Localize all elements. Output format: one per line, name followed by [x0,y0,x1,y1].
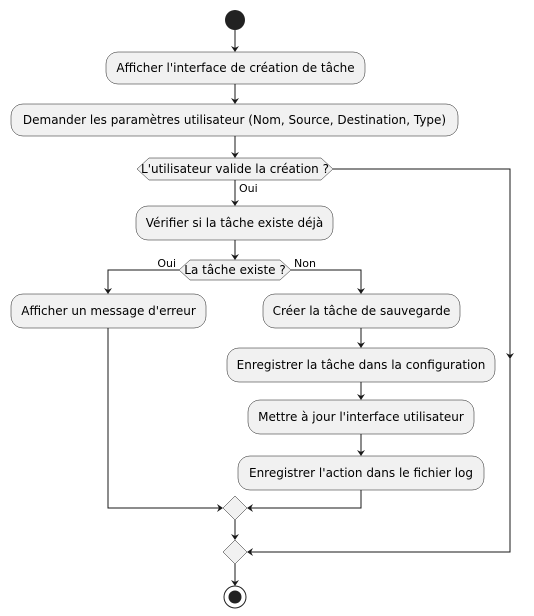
action-show-error-label: Afficher un message d'erreur [21,304,196,318]
action-save-config: Enregistrer la tâche dans la configurati… [226,347,496,383]
decision-exists: La tâche existe ? [178,259,292,281]
action-show-error: Afficher un message d'erreur [10,293,207,329]
action-ask-params: Demander les paramètres utilisateur (Nom… [10,103,459,137]
branch-exists-no: Non [294,257,316,270]
action-update-ui: Mettre à jour l'interface utilisateur [247,399,475,435]
action-show-ui-label: Afficher l'interface de création de tâch… [116,61,354,75]
end-node [223,585,247,609]
decision-validate: L'utilisateur valide la création ? [136,157,334,181]
action-log-action: Enregistrer l'action dans le fichier log [237,455,485,491]
action-save-config-label: Enregistrer la tâche dans la configurati… [237,358,486,372]
merge-node-outer [222,539,248,565]
merge-node-inner [222,495,248,521]
decision-validate-label: L'utilisateur valide la création ? [141,162,329,176]
action-log-action-label: Enregistrer l'action dans le fichier log [249,466,473,480]
start-node [225,10,245,30]
action-ask-params-label: Demander les paramètres utilisateur (Nom… [23,113,446,127]
action-check-exists: Vérifier si la tâche existe déjà [135,205,334,241]
branch-validate-yes: Oui [239,182,258,195]
action-create-task: Créer la tâche de sauvegarde [262,293,461,329]
decision-exists-label: La tâche existe ? [184,263,285,277]
branch-exists-yes: Oui [157,257,176,270]
edges [104,30,514,586]
action-show-ui: Afficher l'interface de création de tâch… [105,51,366,85]
action-check-exists-label: Vérifier si la tâche existe déjà [146,216,323,230]
action-update-ui-label: Mettre à jour l'interface utilisateur [258,410,464,424]
action-create-task-label: Créer la tâche de sauvegarde [273,304,451,318]
